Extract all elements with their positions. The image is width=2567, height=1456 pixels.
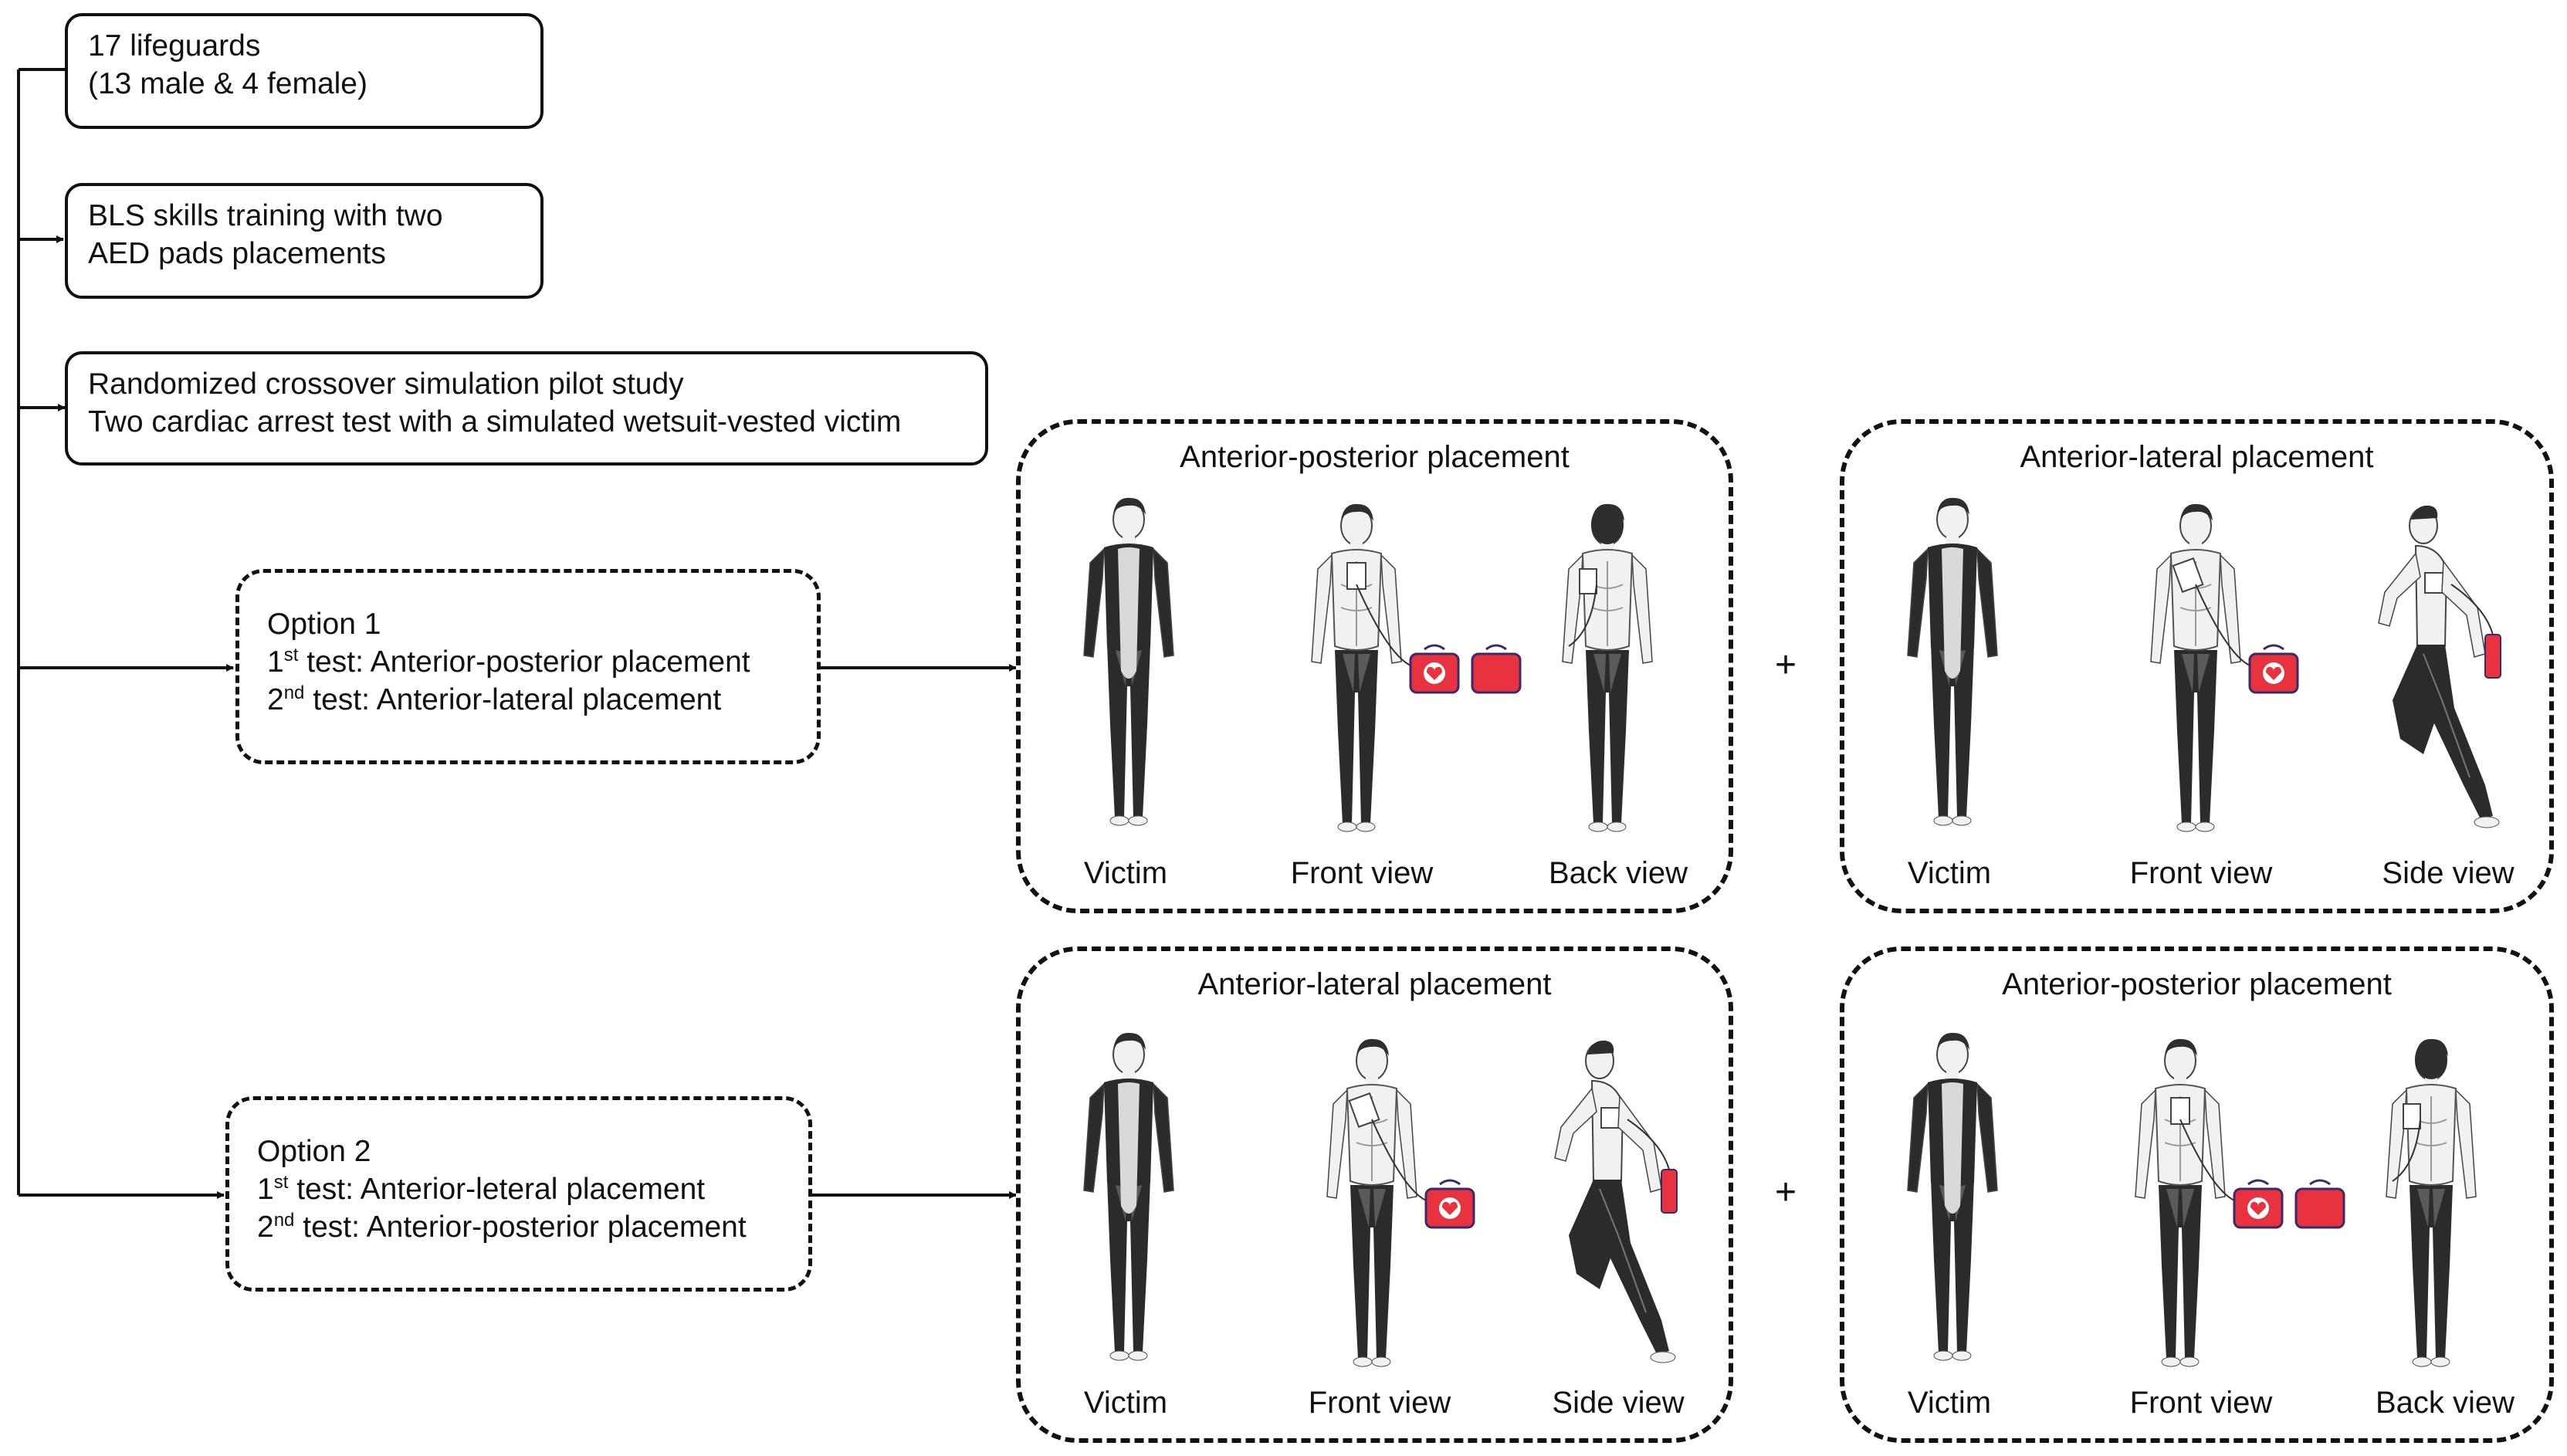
panel-option2-first: Anterior-lateral placement [1016,946,1733,1443]
plus-sign: + [1774,645,1797,686]
caption-back-view: Back view [1548,856,1688,890]
option-1-title: Option 1 [267,608,381,641]
front-view-figure [1310,1034,1557,1378]
training-line-2: AED pads placements [88,237,386,270]
participants-box: 17 lifeguards (13 male & 4 female) [65,13,544,129]
panel-option1-first: Anterior-posterior placement [1016,419,1733,913]
front-view-figure [1295,499,1542,843]
panel-option1-second: Anterior-lateral placement [1840,419,2554,913]
victim-figure [1891,493,2014,837]
victim-figure [1067,493,1190,837]
caption-front-view: Front view [2129,856,2273,890]
caption-front-view: Front view [1308,1386,1451,1420]
side-view-figure [2369,499,2508,843]
caption-back-view: Back view [2375,1386,2515,1420]
caption-victim: Victim [1907,1386,1992,1420]
front-view-figure [2118,1034,2366,1378]
option-2-title: Option 2 [257,1135,371,1168]
option-1-test-2: 2nd test: Anterior-lateral placement [267,682,722,716]
participants-line-2: (13 male & 4 female) [88,67,367,100]
back-view-figure [2369,1034,2493,1378]
front-view-figure [2134,499,2381,843]
participants-line-1: 17 lifeguards [88,29,261,63]
back-view-figure [1546,499,1669,843]
training-box: BLS skills training with two AED pads pl… [65,183,544,299]
caption-side-view: Side view [2382,856,2515,890]
side-view-figure [1546,1034,1685,1378]
victim-figure [1891,1028,2014,1372]
training-line-1: BLS skills training with two [88,199,443,232]
panel-title: Anterior-lateral placement [2020,440,2374,474]
caption-victim: Victim [1907,856,1992,890]
panel-title: Anterior-lateral placement [1197,967,1552,1001]
option-2-test-2: 2nd test: Anterior-posterior placement [257,1210,747,1244]
panel-title: Anterior-posterior placement [2002,967,2392,1001]
study-line-2: Two cardiac arrest test with a simulated… [88,405,902,438]
panel-option2-second: Anterior-posterior placement [1840,946,2554,1443]
option-1-box: Option 1 1st test: Anterior-posterior pl… [235,569,821,764]
caption-side-view: Side view [1552,1386,1685,1420]
panel-title: Anterior-posterior placement [1180,440,1570,474]
study-box: Randomized crossover simulation pilot st… [65,351,988,466]
caption-front-view: Front view [1290,856,1434,890]
caption-victim: Victim [1083,856,1168,890]
plus-sign: + [1774,1172,1797,1213]
option-2-box: Option 2 1st test: Anterior-leteral plac… [225,1096,812,1292]
caption-victim: Victim [1083,1386,1168,1420]
victim-figure [1067,1028,1190,1372]
caption-front-view: Front view [2129,1386,2273,1420]
option-2-test-1: 1st test: Anterior-leteral placement [257,1172,706,1206]
option-1-test-1: 1st test: Anterior-posterior placement [267,645,750,679]
study-line-1: Randomized crossover simulation pilot st… [88,367,684,401]
